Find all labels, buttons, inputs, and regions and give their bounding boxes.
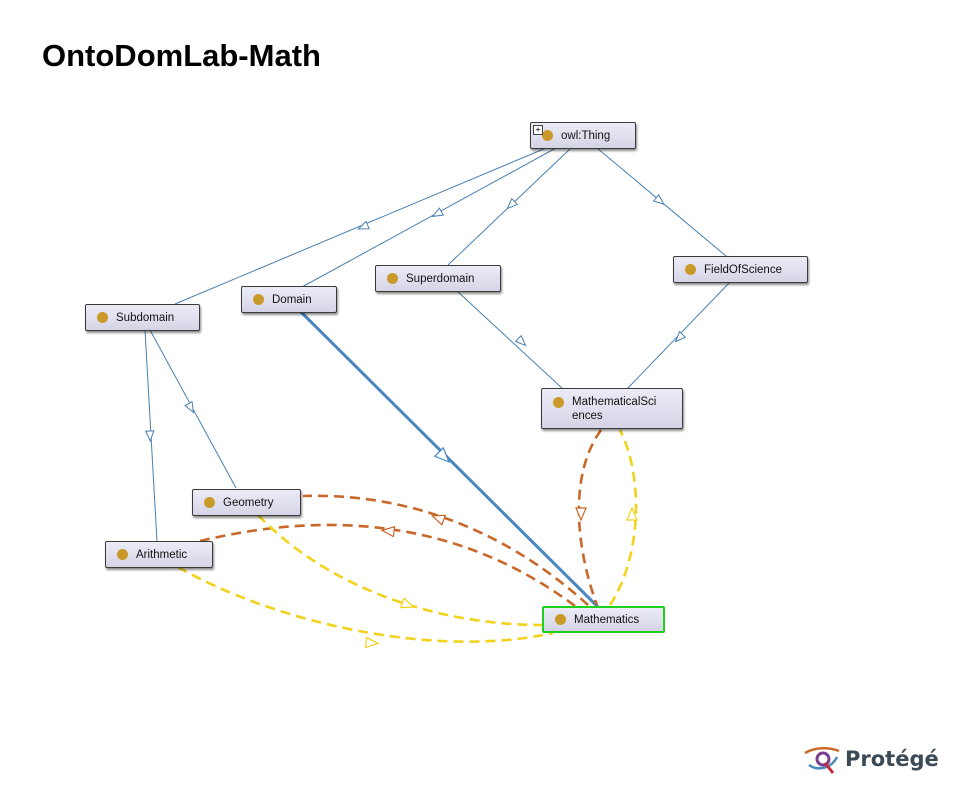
class-icon xyxy=(553,397,564,408)
edge-math-arithmetic-orange[interactable] xyxy=(199,523,576,608)
node-arithmetic[interactable]: Arithmetic xyxy=(105,541,213,568)
edge-math-mathsci-yellow[interactable] xyxy=(608,429,638,606)
orange-arrowheads xyxy=(380,507,587,538)
node-label: Subdomain xyxy=(116,311,175,324)
class-icon xyxy=(542,130,553,141)
domain-edge[interactable] xyxy=(298,309,600,609)
node-mathematics[interactable]: Mathematics xyxy=(542,606,665,633)
protege-logo-text: Protégé xyxy=(845,747,939,771)
node-superdomain[interactable]: Superdomain xyxy=(375,265,501,292)
node-label: owl:Thing xyxy=(561,129,611,142)
edge-mathsci-math-orange[interactable] xyxy=(577,429,603,606)
yellow-arrowheads xyxy=(365,506,638,649)
node-label: MathematicalSci ences xyxy=(572,395,656,423)
node-label-line-2: ences xyxy=(572,410,603,422)
class-icon xyxy=(685,264,696,275)
protege-logo-icon xyxy=(804,747,840,774)
edge-geometry-math-yellow[interactable] xyxy=(257,514,543,627)
node-label: Superdomain xyxy=(406,272,475,285)
node-label: Geometry xyxy=(223,496,274,509)
page-title: OntoDomLab-Math xyxy=(42,38,321,73)
class-icon xyxy=(117,549,128,560)
node-mathematical-sciences[interactable]: MathematicalSci ences xyxy=(541,388,683,429)
node-label: Domain xyxy=(272,293,312,306)
edge-math-geometry-orange[interactable] xyxy=(302,494,589,606)
yellow-edges xyxy=(177,429,638,643)
node-owl-thing[interactable]: + owl:Thing xyxy=(530,122,636,149)
node-label-line-1: MathematicalSci xyxy=(572,396,657,408)
class-icon xyxy=(204,497,215,508)
node-geometry[interactable]: Geometry xyxy=(192,489,301,516)
edge-arithmetic-math-yellow[interactable] xyxy=(177,565,554,643)
edge-thing-subdomain[interactable] xyxy=(174,147,547,305)
node-label: Arithmetic xyxy=(136,548,188,561)
node-label: Mathematics xyxy=(574,613,640,626)
node-field-of-science[interactable]: FieldOfScience xyxy=(673,256,808,283)
node-domain[interactable]: Domain xyxy=(241,286,337,313)
edge-superdomain-mathsci[interactable] xyxy=(456,290,564,390)
protege-logo: Protégé xyxy=(803,743,939,775)
edge-thing-domain[interactable] xyxy=(301,147,557,288)
class-icon xyxy=(555,614,566,625)
node-subdomain[interactable]: Subdomain xyxy=(85,304,200,331)
expand-icon[interactable]: + xyxy=(533,125,543,135)
class-icon xyxy=(97,312,108,323)
subclass-edges xyxy=(144,147,731,542)
class-icon xyxy=(387,273,398,284)
class-icon xyxy=(253,294,264,305)
node-label: FieldOfScience xyxy=(704,263,782,276)
subclass-arrowheads xyxy=(144,193,687,443)
